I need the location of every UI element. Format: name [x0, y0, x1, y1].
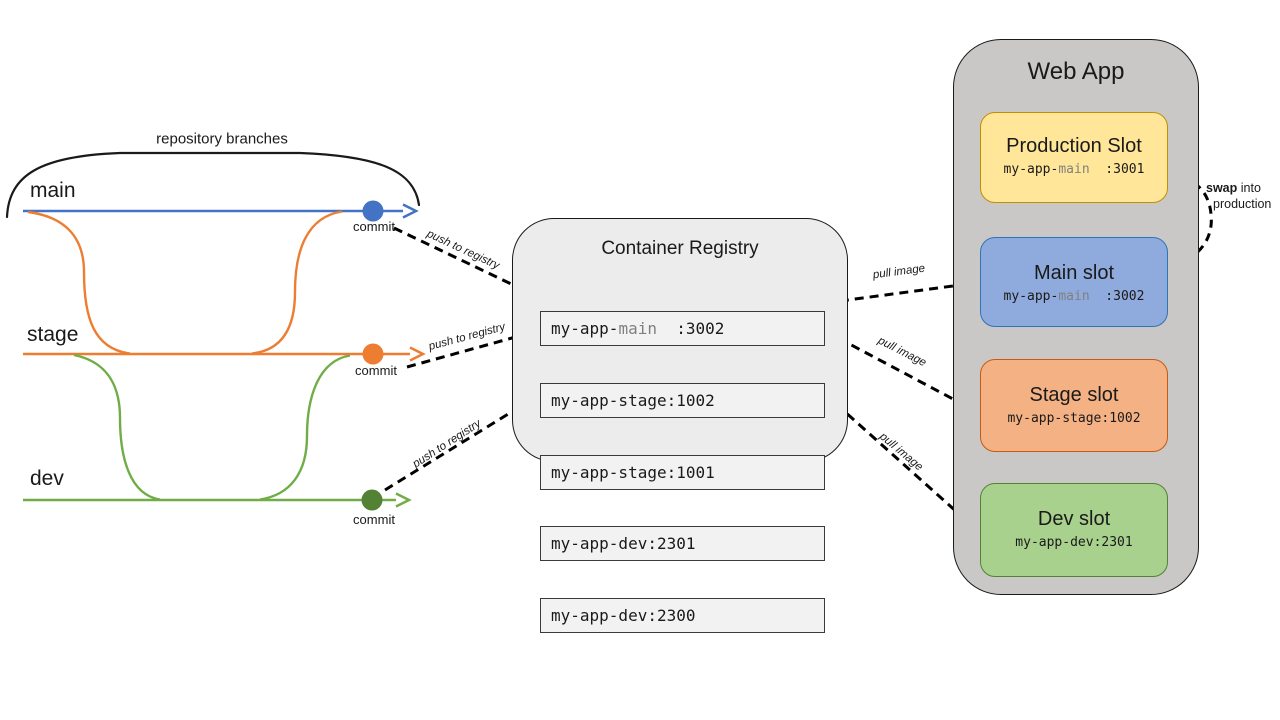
slot-main-heading: Main slot — [1033, 262, 1115, 284]
slot-dev-heading: Dev slot — [1037, 508, 1111, 530]
registry-image-list: my-app-main :3002 my-app-stage:1002 my-a… — [540, 273, 825, 671]
slot-dev-image: my-app-dev:2301 — [1015, 535, 1133, 550]
registry-row: my-app-stage:1001 — [540, 454, 825, 490]
slot-production-image: my-app-main :3001 — [1003, 162, 1145, 177]
slot-stage-image: my-app-stage:1002 — [1007, 411, 1141, 426]
branch-label-main: main — [30, 179, 76, 202]
pull-arrow-stage — [824, 329, 970, 409]
commit-dot-dev — [361, 489, 383, 511]
push-arrow-dev — [384, 401, 528, 492]
swap-word-line2: production — [1213, 197, 1272, 211]
registry-row: my-app-main :3002 — [540, 311, 825, 346]
repository-brace — [5, 151, 421, 219]
registry-row: my-app-dev:2300 — [540, 598, 825, 634]
pull-arrow-dev — [823, 392, 970, 524]
swap-word: swap — [1206, 181, 1238, 195]
web-app-title: Web App — [1027, 58, 1125, 85]
merge-curve-dev-from-stage — [73, 353, 161, 501]
branch-arrowhead-main — [402, 203, 419, 219]
slot-stage-heading: Stage slot — [1029, 384, 1119, 406]
slot-stage: Stage slot my-app-stage:1002 — [980, 359, 1168, 452]
image-name: my-app-dev:2300 — [551, 606, 696, 626]
slot-main-image: my-app-main :3002 — [1003, 289, 1145, 304]
image-name: my-app-stage:1001 — [551, 462, 715, 482]
commit-label-stage: commit — [355, 363, 397, 378]
container-registry-title: Container Registry — [601, 238, 759, 259]
merge-curve-stage-from-main — [27, 210, 131, 355]
image-tag: :3002 — [656, 319, 725, 338]
merge-curve-stage-to-main — [251, 210, 343, 355]
swap-into-production-label: swap into production — [1206, 181, 1272, 211]
repository-branches-label: repository branches — [156, 130, 288, 148]
image-name: my-app-dev:2301 — [551, 534, 696, 554]
commit-label-main: commit — [353, 219, 395, 234]
branch-arrowhead-dev — [395, 492, 412, 508]
registry-row: my-app-dev:2301 — [540, 526, 825, 562]
commit-dot-main — [362, 200, 384, 222]
image-name-branch: main — [618, 319, 657, 338]
image-name: my-app- — [551, 319, 619, 338]
merge-curve-dev-to-stage — [259, 354, 351, 501]
commit-label-dev: commit — [353, 512, 395, 527]
branch-arrowhead-stage — [409, 346, 426, 362]
push-arrow-main — [393, 226, 530, 294]
pull-arrow-main — [824, 279, 970, 305]
commit-dot-stage — [362, 343, 384, 365]
slot-production: Production Slot my-app-main :3001 — [980, 112, 1168, 203]
slot-main: Main slot my-app-main :3002 — [980, 237, 1168, 327]
push-arrow-stage — [406, 329, 532, 369]
registry-row: my-app-stage:1002 — [540, 382, 825, 418]
branch-label-stage: stage — [27, 323, 79, 346]
image-name: my-app-stage:1002 — [551, 390, 715, 410]
slot-dev: Dev slot my-app-dev:2301 — [980, 483, 1168, 577]
slot-production-heading: Production Slot — [1006, 135, 1142, 157]
branch-label-dev: dev — [30, 467, 64, 490]
